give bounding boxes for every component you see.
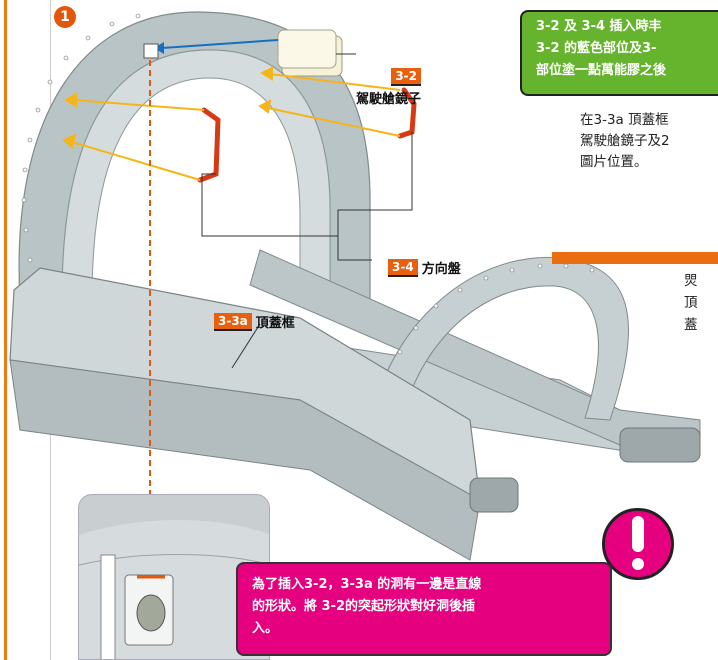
arch-holes <box>21 13 141 263</box>
mirror-arrow <box>161 39 279 49</box>
leader-34b <box>201 173 338 237</box>
instruction-line-3: 圖片位置。 <box>580 154 648 170</box>
part-name-3-3a: 頂蓋框 <box>255 316 295 331</box>
leader-34 <box>337 132 413 261</box>
end-cap-left <box>469 477 519 513</box>
warning-line-1: 為了插入3-2，3-3a 的洞有一邊是直線 <box>252 577 482 592</box>
leader-33a <box>231 323 261 369</box>
exclamation-icon <box>632 516 644 570</box>
part-label-3-2: 3-2 駕駛艙鏡子 <box>356 68 422 107</box>
part-code-3-2: 3-2 <box>391 68 422 86</box>
warning-icon <box>602 508 674 580</box>
section-divider-bar <box>552 252 718 264</box>
instruction2-line-2: 頂 <box>684 295 698 311</box>
part-label-3-4: 3-4 方向盤 <box>388 258 461 277</box>
left-accent-rule <box>0 0 8 660</box>
glue-note-line-1: 3-2 及 3-4 插入時丰 <box>536 19 662 34</box>
warning-line-3: 入。 <box>252 621 279 636</box>
glue-note-box: 3-2 及 3-4 插入時丰 3-2 的藍色部位及3- 部位塗一點萬能膠之後 <box>520 10 718 96</box>
warning-note-box: 為了插入3-2，3-3a 的洞有一邊是直線 的形狀。將 3-2的突起形狀對好洞後… <box>236 562 612 656</box>
detail-inset-drawing <box>79 520 269 659</box>
top-cover-side <box>9 359 481 561</box>
part-name-3-2: 駕駛艙鏡子 <box>356 92 422 107</box>
part-code-3-3a: 3-3a <box>214 312 252 331</box>
instruction-line-2: 駕駛艙鏡子及2 <box>580 133 670 149</box>
end-cap-right <box>619 427 701 463</box>
steering-wheel-parts <box>197 87 417 183</box>
glue-note-line-3: 部位塗一點萬能膠之後 <box>536 63 667 78</box>
part-name-3-4: 方向盤 <box>421 262 461 277</box>
front-ring <box>359 256 629 483</box>
warning-line-2: 的形狀。將 3-2的突起形狀對好洞後插 <box>252 599 476 614</box>
mirror-arrowhead <box>154 42 164 54</box>
glue-note-line-2: 3-2 的藍色部位及3- <box>536 41 657 56</box>
mirror-part <box>277 29 343 77</box>
instruction-text: 在3-3a 頂蓋框 駕駛艙鏡子及2 圖片位置。 <box>580 110 718 173</box>
step-number-badge: 1 <box>54 6 76 28</box>
part-label-3-3a: 3-3a 頂蓋框 <box>214 312 295 331</box>
instruction2-line-1: 焸 <box>684 273 698 289</box>
instruction-text-2: 焸 頂 蓋 <box>684 270 718 336</box>
instruction-line-1: 在3-3a 頂蓋框 <box>580 112 669 128</box>
insert-arrows <box>62 66 401 181</box>
mirror-slot <box>143 43 159 59</box>
part-code-3-4: 3-4 <box>388 258 418 277</box>
instruction2-line-3: 蓋 <box>684 317 698 333</box>
